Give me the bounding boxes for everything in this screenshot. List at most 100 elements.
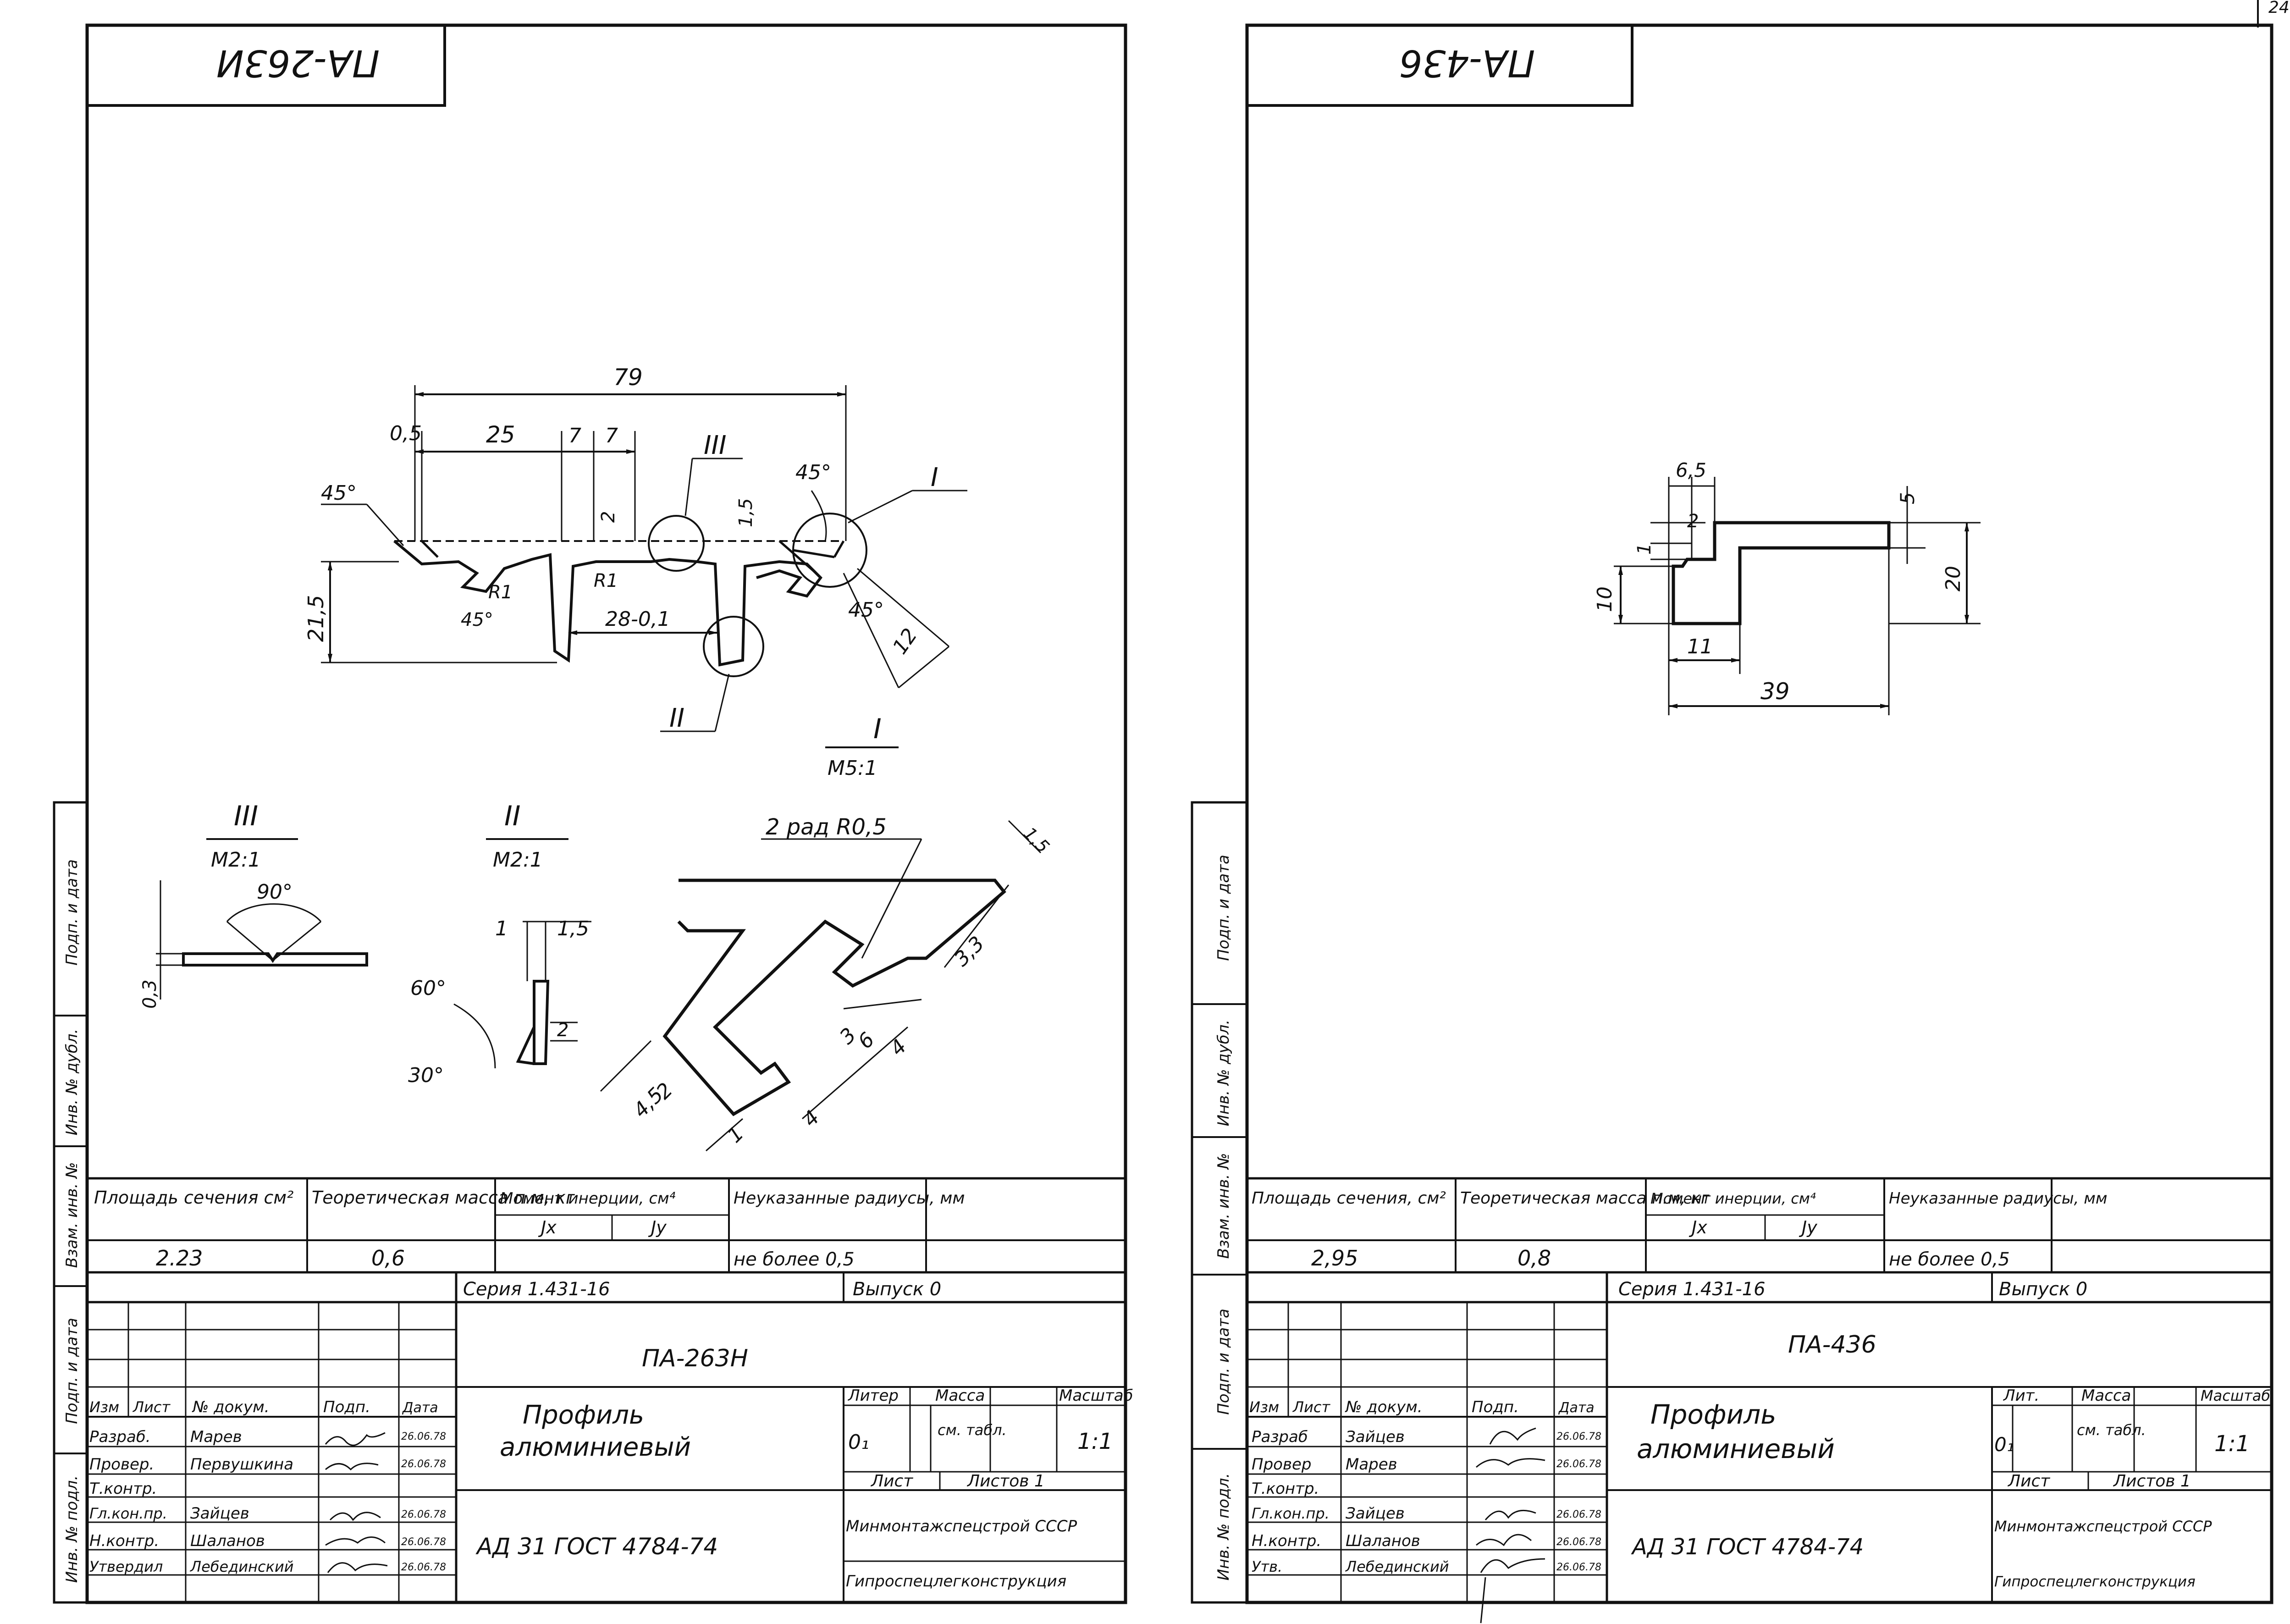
- left-row-name: Зайцев: [190, 1504, 249, 1523]
- left-code: ПА-263Н: [642, 1345, 748, 1372]
- detail-iii-scale: М2:1: [211, 848, 261, 872]
- right-prop-head-mass: Теоретическая масса п.м, кг: [1460, 1189, 1710, 1208]
- right-col-doc: № докум.: [1345, 1398, 1423, 1416]
- dim-25: 25: [486, 421, 515, 448]
- right-row-date: 26.06.78: [1556, 1458, 1601, 1470]
- right-title-block: Серия 1.431-16 Выпуск 0 ПА-436 Профиль а…: [1247, 1272, 2272, 1624]
- right-liter: 0₁: [1994, 1433, 2014, 1456]
- callout-ii: II: [669, 703, 684, 733]
- left-row-role: Н.контр.: [89, 1532, 159, 1550]
- detail-ii-dim-2: 2: [557, 1020, 568, 1041]
- detail-i-dim-4a: 4: [886, 1035, 911, 1061]
- right-org-1: Минмонтажспецстрой СССР: [1994, 1518, 2212, 1535]
- right-prop-head-area: Площадь сечения, см²: [1252, 1189, 1446, 1208]
- left-head-scale: Масштаб: [1059, 1386, 1133, 1405]
- right-name-2: алюминиевый: [1637, 1433, 1835, 1464]
- right-dim-39: 39: [1760, 678, 1790, 705]
- right-dim-5: 5: [1896, 492, 1919, 504]
- dim-28: 28-0,1: [605, 608, 670, 631]
- left-margin-strip: Подп. и дата Инв. № дубл. Взам. инв. № П…: [53, 801, 88, 1604]
- right-props-table: Площадь сечения, см² Теоретическая масса…: [1246, 1177, 2273, 1274]
- detail-ii-dim-1-5: 1,5: [557, 917, 589, 940]
- right-mass: см. табл.: [2077, 1421, 2146, 1439]
- right-col-date: Дата: [1558, 1400, 1595, 1416]
- detail-i-scale: М5:1: [828, 757, 877, 780]
- detail-i: 2 рад R0,5 1,5 3,3 3 6 4 4 2 4,5 1: [600, 814, 1054, 1152]
- right-series: Серия 1.431-16: [1618, 1279, 1766, 1300]
- right-dim-10: 10: [1593, 586, 1617, 612]
- right-row-name: Зайцев: [1346, 1504, 1405, 1523]
- angle-45-d: 45°: [848, 598, 884, 622]
- detail-iii-thickness: 0,3: [139, 979, 160, 1009]
- angle-45-c: 45°: [461, 609, 493, 630]
- detail-i-dim-1-5: 1,5: [1020, 823, 1054, 857]
- left-row-role: Утвердил: [89, 1558, 163, 1575]
- page-number: 24: [2268, 0, 2290, 17]
- right-head-scale: Масштаб: [2201, 1387, 2270, 1404]
- right-row-role: Утв.: [1252, 1558, 1282, 1575]
- left-col-doc: № докум.: [192, 1398, 270, 1416]
- right-dim-20: 20: [1942, 566, 1965, 591]
- right-org-2: Гипроспецлегконструкция: [1994, 1574, 2196, 1590]
- right-prop-mass-value: 0,8: [1517, 1246, 1551, 1270]
- sheet-left: ПА-263И Подп. и дата Инв. № дубл. Взам. …: [53, 23, 1133, 1604]
- left-margin-label-4: Подп. и дата: [63, 1318, 81, 1424]
- left-margin-label-3: Взам. инв. №: [63, 1162, 81, 1268]
- right-margin-label-5: Инв. № подл.: [1214, 1473, 1233, 1581]
- right-issue: Выпуск 0: [1999, 1279, 2087, 1300]
- right-row-role: Т.контр.: [1252, 1480, 1319, 1498]
- right-row-date: 26.06.78: [1556, 1431, 1601, 1442]
- right-row-date: 26.06.78: [1556, 1562, 1601, 1573]
- detail-i-numeral: I: [873, 713, 882, 745]
- right-prop-head-moment: Момент инерции, см⁴: [1650, 1190, 1816, 1207]
- dim-7b: 7: [605, 424, 618, 447]
- right-row-name: Лебединский: [1345, 1558, 1449, 1575]
- dim-0-5: 0,5: [390, 422, 422, 445]
- left-org-1: Минмонтажспецстрой СССР: [846, 1517, 1077, 1536]
- right-dim-11: 11: [1687, 635, 1713, 658]
- right-row-date: 26.06.78: [1556, 1509, 1601, 1520]
- dim-7a: 7: [568, 424, 581, 447]
- left-scale: 1:1: [1077, 1429, 1113, 1454]
- right-dim-1: 1: [1634, 543, 1655, 555]
- right-code: ПА-436: [1788, 1331, 1876, 1359]
- dim-79: 79: [613, 364, 643, 391]
- left-col-list: Лист: [132, 1398, 171, 1416]
- left-liter: 0₁: [848, 1431, 869, 1454]
- left-prop-radii-value: не более 0,5: [734, 1249, 855, 1270]
- detail-i-dim-1: 1: [723, 1122, 749, 1148]
- right-row-role: Провер: [1252, 1455, 1312, 1474]
- dim-1-5: 1,5: [735, 498, 756, 527]
- left-stamp-rows: Разраб. Марев 26.06.78 Провер. Первушкин…: [89, 1428, 446, 1575]
- left-prop-head-jy: Jy: [648, 1217, 667, 1237]
- angle-45-b: 45°: [795, 461, 831, 484]
- dim-21-5: 21,5: [303, 595, 328, 642]
- angle-45-a: 45°: [321, 481, 357, 505]
- right-margin-label-1: Подп. и дата: [1214, 855, 1233, 961]
- left-margin-label-2: Инв. № дубл.: [63, 1029, 81, 1136]
- callout-i: I: [931, 463, 938, 492]
- left-material: АД 31 ГОСТ 4784-74: [475, 1533, 718, 1560]
- right-margin-label-4: Подп. и дата: [1214, 1309, 1233, 1415]
- detail-iii-angle: 90°: [257, 880, 292, 904]
- right-prop-head-radii: Неуказанные радиусы, мм: [1889, 1189, 2108, 1208]
- detail-i-dim-4b: 4: [799, 1106, 824, 1132]
- right-head-mass: Масса: [2081, 1386, 2131, 1405]
- right-prop-radii-value: не более 0,5: [1889, 1249, 2010, 1270]
- right-head-liter: Лит.: [2003, 1386, 2039, 1405]
- right-row-date: 26.06.78: [1556, 1536, 1601, 1548]
- left-row-role: Провер.: [89, 1455, 154, 1474]
- detail-i-dim-3-3: 3,3: [950, 932, 989, 971]
- right-margin-strip: Подп. и дата Инв. № дубл. Взам. инв. № П…: [1191, 801, 1248, 1604]
- left-prop-head-mass: Теоретическая масса п.м, кг: [312, 1188, 575, 1208]
- detail-ii: II М2:1 1 1,5 60° 30° 2: [408, 800, 591, 1087]
- left-col-date: Дата: [402, 1400, 438, 1416]
- left-sheet: Лист: [870, 1472, 913, 1491]
- right-col-list: Лист: [1292, 1398, 1330, 1416]
- dim-2: 2: [598, 511, 619, 523]
- right-scale: 1:1: [2214, 1431, 2250, 1457]
- detail-i-radius-note: 2 рад R0,5: [766, 814, 887, 840]
- left-org-2: Гипроспецлегконструкция: [846, 1572, 1066, 1591]
- right-name-1: Профиль: [1650, 1399, 1776, 1430]
- left-prop-head-moment: Момент инерции, см⁴: [500, 1189, 676, 1208]
